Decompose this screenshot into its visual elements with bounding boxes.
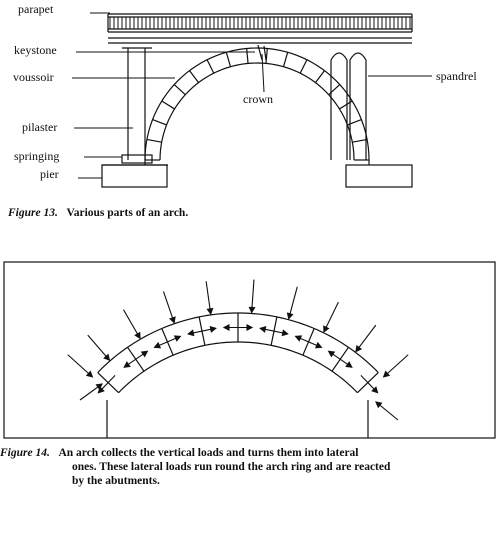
keystone-mark	[257, 44, 263, 61]
loaded-arch	[97, 312, 379, 394]
label-voussoir: voussoir	[13, 70, 54, 84]
parapet-band	[107, 13, 413, 33]
label-springing: springing	[14, 149, 60, 163]
pilaster	[121, 47, 153, 164]
label-pier: pier	[40, 167, 59, 181]
arch-ring	[144, 47, 370, 165]
label-spandrel: spandrel	[436, 69, 477, 83]
figure-14-caption-line2: ones. These lateral loads run round the …	[72, 461, 391, 473]
pier-right	[345, 164, 413, 188]
figure-14-frame	[3, 261, 496, 439]
label-pilaster: pilaster	[22, 120, 58, 134]
figure-14-caption-line1: An arch collects the vertical loads and …	[58, 447, 359, 459]
figure-13-caption-text: Various parts of an arch.	[66, 207, 189, 219]
label-parapet: parapet	[18, 2, 54, 16]
spandrel	[330, 52, 367, 160]
figure-14-number: Figure 14.	[0, 447, 50, 459]
label-keystone: keystone	[14, 43, 57, 57]
abutments	[106, 400, 369, 438]
label-crown: crown	[243, 92, 273, 106]
leader-lines	[72, 12, 432, 179]
figure-13-number: Figure 13.	[8, 207, 58, 219]
figure-13-caption: Figure 13. Various parts of an arch.	[8, 206, 188, 220]
figure-14-caption: Figure 14. An arch collects the vertical…	[0, 446, 500, 488]
load-arrows	[67, 279, 409, 421]
figure-14-caption-line3: by the abutments.	[72, 475, 160, 487]
pier-left	[101, 164, 168, 188]
